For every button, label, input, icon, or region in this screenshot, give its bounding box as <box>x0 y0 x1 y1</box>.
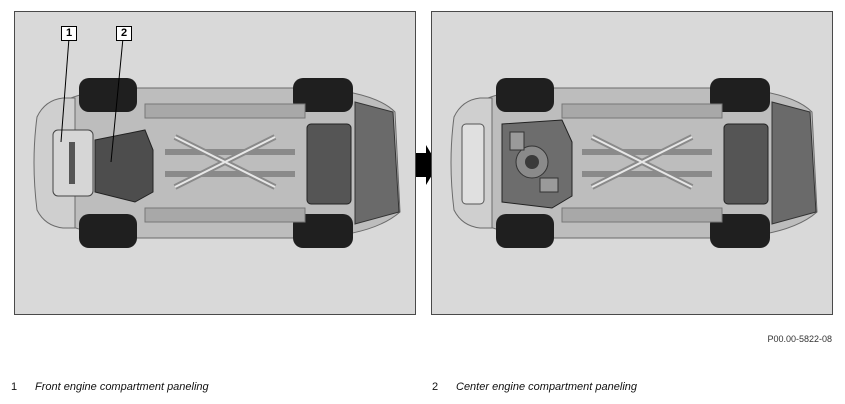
car-underbody-without-paneling <box>450 78 818 248</box>
legend-number: 2 <box>432 381 439 393</box>
legend-item-1: 1 Front engine compartment paneling <box>11 381 209 393</box>
callout-2: 2 <box>116 26 132 41</box>
legend-label: Center engine compartment paneling <box>456 381 638 393</box>
callout-1: 1 <box>61 26 77 41</box>
figure-reference-code: P00.00-5822-08 <box>767 334 832 344</box>
panel-with-paneling: 1 2 <box>14 11 416 315</box>
panel-without-paneling <box>431 11 833 315</box>
legend-item-2: 2 Center engine compartment paneling <box>432 381 637 393</box>
arrow-right-icon <box>416 145 438 185</box>
car-underbody-with-paneling <box>33 37 401 248</box>
legend-label: Front engine compartment paneling <box>35 381 209 393</box>
legend-number: 1 <box>11 381 18 393</box>
